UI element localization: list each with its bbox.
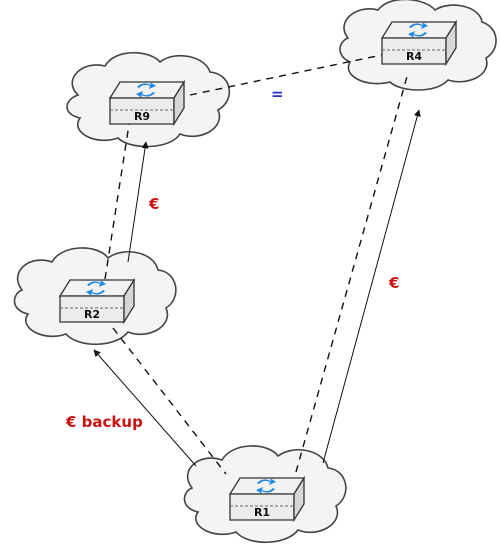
router-label-r9: R9	[134, 110, 150, 123]
router-label-r2: R2	[84, 308, 100, 321]
link-r1-r4	[295, 72, 409, 473]
router-r1: R1	[228, 475, 306, 523]
link-r9-r4	[189, 51, 397, 96]
router-label-r1: R1	[254, 506, 270, 519]
router-label-r4: R4	[406, 50, 422, 63]
link-label-r1-r4: €	[388, 274, 399, 292]
router-r9: R9	[108, 79, 186, 127]
router-r4: R4	[380, 19, 458, 67]
router-r2: R2	[58, 277, 136, 325]
arrow-r1-to-r4	[322, 109, 421, 464]
link-r9-r2	[102, 117, 131, 293]
arrow-r2-to-r9	[127, 141, 149, 263]
link-r2-r1	[112, 327, 227, 475]
link-label-r2-r9: €	[148, 195, 159, 213]
link-label-r9-r4: =	[271, 85, 284, 103]
link-label-r1-r2: € backup	[65, 413, 143, 431]
arrow-r1-to-r2	[93, 349, 197, 467]
